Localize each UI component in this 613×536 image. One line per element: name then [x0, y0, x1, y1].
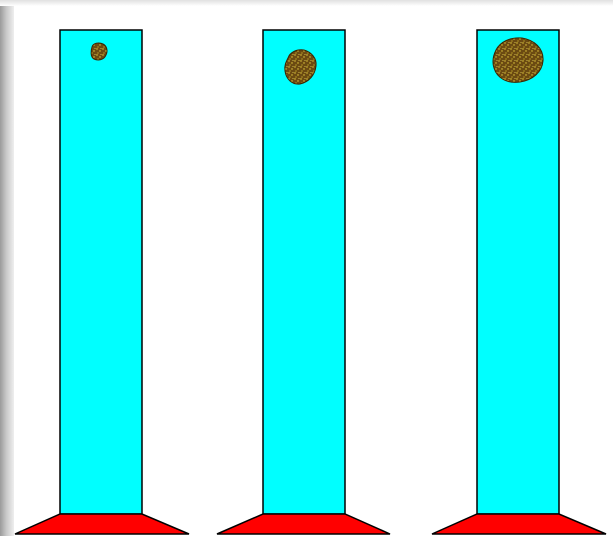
cylinder-1 [15, 30, 189, 534]
cylinder-3-particle [493, 38, 543, 83]
cylinder-1-particle [91, 43, 107, 60]
cylinder-2 [217, 30, 390, 534]
cylinder-1-base [15, 514, 189, 534]
cylinder-2-tube [263, 30, 345, 514]
cylinder-3-base [432, 514, 606, 534]
cylinder-1-tube [60, 30, 142, 514]
cylinder-3 [432, 30, 606, 534]
cylinder-2-base [217, 514, 390, 534]
cylinder-3-tube [477, 30, 559, 514]
